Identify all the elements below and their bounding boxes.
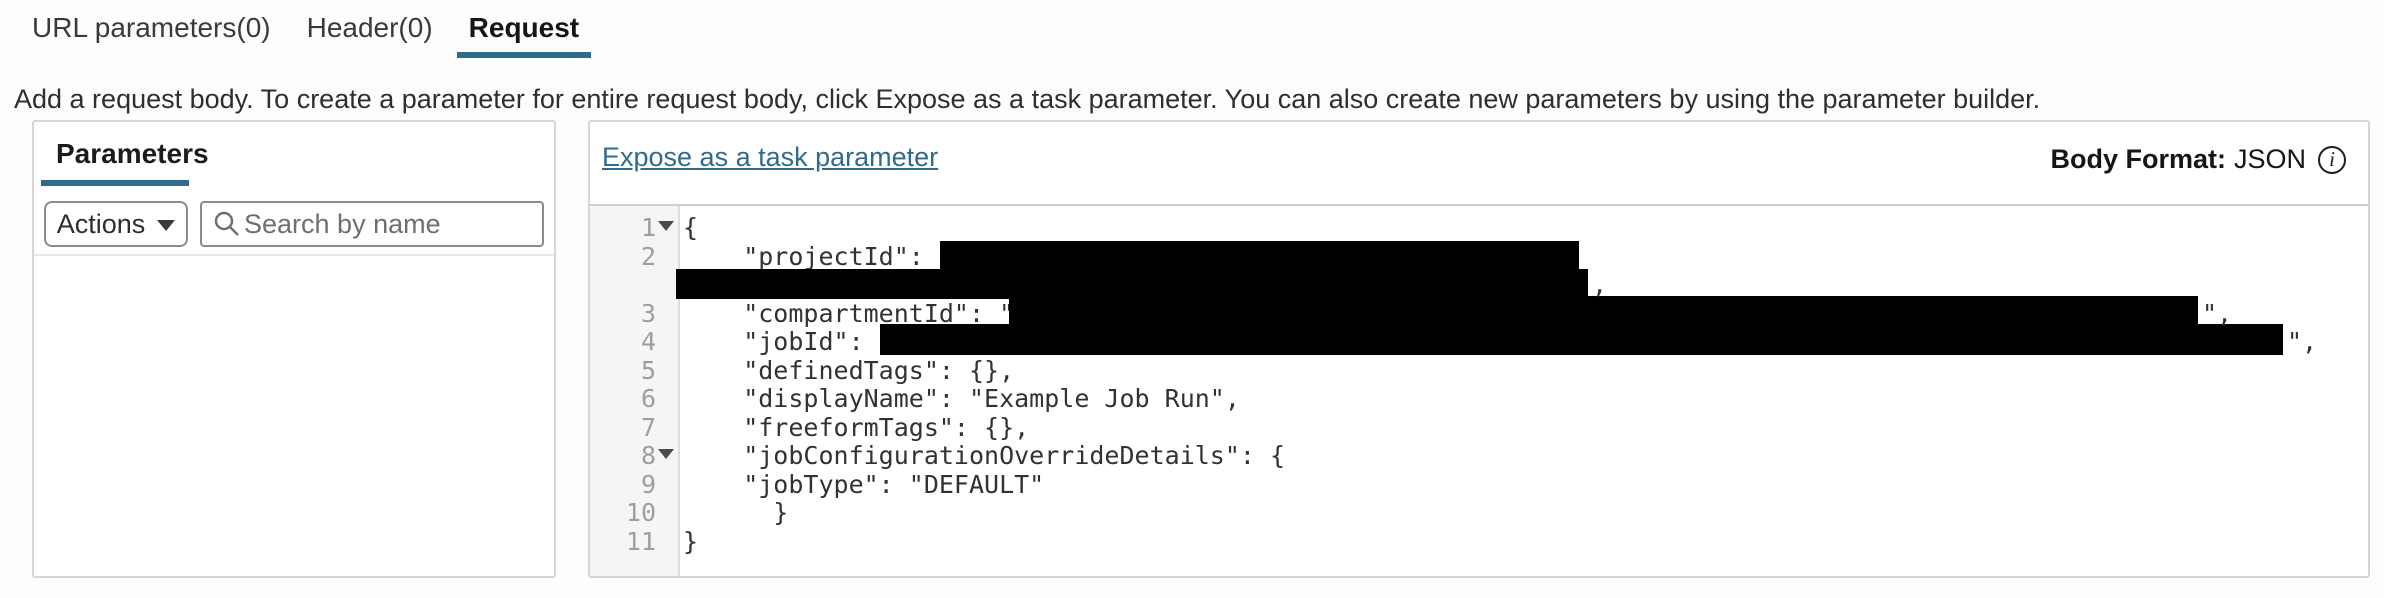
body-format-label: Body Format: bbox=[2050, 144, 2226, 174]
line-number: 10 bbox=[625, 498, 656, 527]
code-suffix: , bbox=[1592, 270, 1608, 299]
actions-button[interactable]: Actions bbox=[44, 201, 188, 247]
expose-as-task-parameter-link[interactable]: Expose as a task parameter bbox=[602, 142, 939, 172]
redaction-box bbox=[880, 324, 2283, 355]
request-body-panel: Expose as a task parameter Body Format: … bbox=[588, 120, 2370, 578]
fold-caret-icon[interactable] bbox=[658, 449, 674, 459]
redaction-box bbox=[940, 241, 1579, 270]
fold-caret-icon[interactable] bbox=[658, 221, 674, 231]
line-number: 5 bbox=[640, 356, 656, 385]
line-number: 2 bbox=[640, 242, 656, 271]
code-line: "jobId": " bbox=[683, 327, 894, 356]
line-number: 7 bbox=[640, 413, 656, 442]
line-number: 8 bbox=[640, 441, 656, 470]
code-suffix: ", bbox=[2287, 327, 2318, 356]
search-input[interactable] bbox=[242, 207, 542, 241]
line-number-gutter: 1 2 3 4 5 6 7 8 9 10 11 bbox=[590, 206, 680, 576]
code-line: } bbox=[683, 498, 789, 527]
line-number: 6 bbox=[640, 384, 656, 413]
caret-down-icon bbox=[157, 220, 176, 231]
tab-header[interactable]: Header(0) bbox=[306, 12, 433, 43]
info-icon[interactable]: i bbox=[2318, 145, 2346, 174]
line-number: 4 bbox=[640, 327, 656, 356]
code-suffix: ", bbox=[2202, 299, 2233, 328]
code-line: "definedTags": {}, bbox=[683, 356, 1015, 385]
code-line: "displayName": "Example Job Run", bbox=[683, 384, 1240, 413]
code-line: "jobType": "DEFAULT" bbox=[683, 470, 1045, 499]
actions-button-label: Actions bbox=[56, 208, 146, 239]
line-number: 11 bbox=[625, 527, 656, 556]
request-body-description: Add a request body. To create a paramete… bbox=[14, 84, 2041, 114]
redaction-box bbox=[676, 269, 1588, 299]
redaction-box bbox=[1009, 296, 2198, 326]
tab-bar: URL parameters(0) Header(0) Request bbox=[20, 8, 603, 58]
json-code-editor[interactable]: 1 2 3 4 5 6 7 8 9 10 11 { "projectId": "… bbox=[590, 204, 2368, 576]
search-icon bbox=[214, 211, 239, 236]
code-line: { bbox=[683, 213, 699, 242]
body-format: Body Format: JSON i bbox=[2050, 144, 2346, 175]
code-line: "freeformTags": {}, bbox=[683, 413, 1030, 442]
line-number: 1 bbox=[640, 213, 656, 242]
body-format-value: JSON bbox=[2233, 144, 2306, 174]
line-number: 3 bbox=[640, 299, 656, 328]
parameters-title: Parameters bbox=[56, 138, 209, 169]
parameters-empty-list bbox=[34, 256, 554, 576]
code-content[interactable]: { "projectId": " "compartmentId": " "job… bbox=[676, 206, 2368, 576]
parameters-panel: Parameters Actions bbox=[32, 120, 556, 578]
code-line: } bbox=[683, 527, 699, 556]
code-line: "jobConfigurationOverrideDetails": { bbox=[683, 441, 1286, 470]
code-line: "compartmentId": " bbox=[683, 299, 1015, 328]
code-line: "projectId": " bbox=[683, 242, 954, 271]
parameters-tab-underline bbox=[41, 180, 189, 186]
search-box[interactable] bbox=[200, 201, 544, 247]
tab-request[interactable]: Request bbox=[456, 8, 592, 58]
line-number: 9 bbox=[640, 470, 656, 499]
tab-url-parameters[interactable]: URL parameters(0) bbox=[32, 12, 271, 43]
panel-divider bbox=[34, 254, 554, 256]
